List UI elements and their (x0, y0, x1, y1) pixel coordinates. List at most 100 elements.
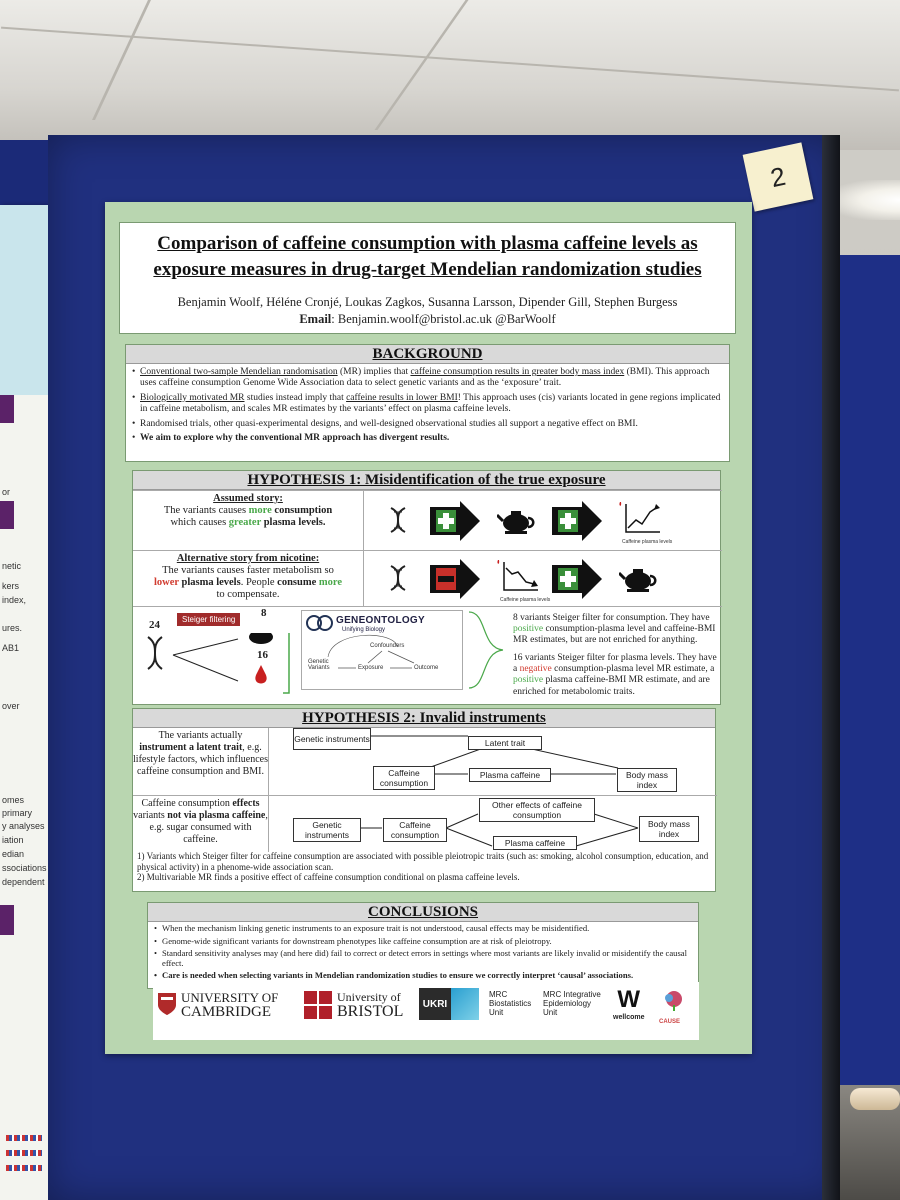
poster-title-line2: exposure measures in drug-target Mendeli… (153, 259, 702, 280)
caffeine-effects-row: Caffeine consumption effects variants no… (133, 796, 717, 852)
variant-count-plasma: 16 (257, 649, 268, 661)
conclusions-list: When the mechanism linking genetic instr… (148, 922, 698, 981)
wellcome-logo: W wellcome (613, 986, 645, 1021)
list-item: We aim to explore why the conventional M… (132, 433, 723, 445)
chart-caption: Caffeine plasma levels (500, 597, 551, 603)
conclusions-title: CONCLUSIONS (148, 903, 698, 922)
teapot-icon (618, 561, 658, 595)
hypothesis1-section: HYPOTHESIS 1: Misidentification of the t… (132, 470, 722, 705)
node-caffeine-consumption: Caffeine consumption (383, 818, 447, 842)
ceiling (0, 0, 900, 150)
node-genetic-instruments: Genetic instruments (293, 818, 361, 842)
go-causal-arrows (327, 634, 415, 669)
note-item: 1) Variants which Steiger filter for caf… (137, 851, 709, 872)
cambridge-shield-icon (158, 993, 176, 1015)
assumed-story-text: Assumed story: The variants causes more … (163, 493, 333, 528)
ceiling-light (830, 180, 900, 220)
steiger-result-consumption: 8 variants Steiger filter for consumptio… (513, 613, 716, 646)
poster-title-line1: Comparison of caffeine consumption with … (157, 233, 698, 254)
teapot-icon (496, 503, 536, 537)
list-item: Randomised trials, other quasi-experimen… (132, 419, 723, 431)
latent-trait-row: The variants actually instrument a laten… (133, 728, 717, 796)
neighbour-text: index, (2, 595, 27, 605)
node-plasma-caffeine: Plasma caffeine (493, 836, 577, 850)
neighbour-text: primary (2, 808, 33, 818)
neighbour-text: ures. (2, 623, 23, 633)
poster-authors: Benjamin Woolf, Héléne Cronjé, Loukas Za… (177, 295, 678, 309)
chart-caption: Caffeine plasma levels (622, 539, 673, 545)
neighbour-text: iation (2, 835, 24, 845)
alternative-story-text: Alternative story from nicotine: The var… (153, 553, 343, 600)
latent-trait-text: The variants actually instrument a laten… (133, 730, 268, 777)
poster-tube (850, 1088, 900, 1110)
neighbour-text: omes (2, 795, 25, 805)
hypothesis2-notes: 1) Variants which Steiger filter for caf… (137, 851, 713, 883)
conclusions-section: CONCLUSIONS When the mechanism linking g… (147, 902, 699, 989)
gene-ontology-logo-icon (306, 615, 333, 631)
steiger-result-plasma: 16 variants Steiger filter for plasma le… (513, 653, 717, 697)
node-plasma-caffeine: Plasma caffeine (469, 768, 551, 782)
list-item: When the mechanism linking genetic instr… (154, 923, 692, 934)
caffeine-effects-diagram-lines (360, 813, 639, 847)
dna-icon (386, 505, 410, 535)
steiger-filtering-label: Steiger filtering (177, 613, 241, 626)
research-poster: Comparison of caffeine consumption with … (105, 202, 752, 1054)
note-item: 2) Multivariable MR finds a positive eff… (137, 872, 520, 883)
plasma-rising-chart-icon (616, 497, 662, 537)
hypothesis1-title: HYPOTHESIS 1: Misidentification of the t… (133, 471, 720, 490)
variant-count-consumption: 8 (261, 607, 267, 619)
list-item: Standard sensitivity analyses may (and h… (154, 948, 692, 968)
node-body-mass-index: Body mass index (639, 816, 699, 842)
increase-arrow-icon (552, 501, 602, 541)
node-body-mass-index: Body mass index (617, 768, 677, 792)
caffeine-effects-text: Caffeine consumption effects variants no… (133, 798, 268, 845)
list-item: Care is needed when selecting variants i… (154, 971, 692, 981)
go-node-exposure: Exposure (358, 665, 384, 671)
bristol-crest-icon (304, 991, 332, 1019)
neighbour-text: or (2, 487, 11, 497)
gene-ontology-tagline: Unifying Biology (342, 627, 386, 633)
poster-header: Comparison of caffeine consumption with … (119, 222, 736, 334)
left-neighbour-poster: or netic kers index, ures. AB1 over omes… (0, 205, 48, 1200)
neighbour-text: dependent (2, 877, 45, 887)
variant-count-total: 24 (149, 619, 160, 631)
gene-ontology-logo: GENEONTOLOGY (336, 615, 425, 626)
hypothesis2-section: HYPOTHESIS 2: Invalid instruments The va… (132, 708, 717, 892)
increase-arrow-icon (552, 559, 602, 599)
neighbour-text: ssociations (2, 863, 47, 873)
background-title: BACKGROUND (126, 345, 729, 364)
list-item: Conventional two-sample Mendelian random… (132, 367, 723, 390)
go-node-confounders: Confounders (370, 643, 405, 649)
increase-arrow-icon (430, 501, 480, 541)
steiger-split-diagram (147, 633, 290, 694)
assumed-flow: Caffeine plasma levels (363, 491, 722, 550)
gene-ontology-panel: GENEONTOLOGY Unifying Biology Confounder… (301, 610, 463, 690)
node-other-effects: Other effects of caffeine consumption (479, 798, 595, 822)
poster-email: Email: Benjamin.woolf@bristol.ac.uk @Bar… (299, 312, 556, 326)
neighbour-text: AB1 (2, 643, 20, 653)
sticky-note-number: 2 (742, 142, 814, 212)
assumed-story-row: Assumed story: The variants causes more … (133, 490, 722, 550)
background-section: BACKGROUND Conventional two-sample Mende… (125, 344, 730, 462)
hypothesis2-title: HYPOTHESIS 2: Invalid instruments (133, 709, 715, 728)
neighbour-text: y analyses (2, 821, 45, 831)
neighbour-text: kers (2, 581, 20, 591)
alternative-story-row: Alternative story from nicotine: The var… (133, 550, 722, 606)
node-genetic-instruments: Genetic instruments (293, 728, 371, 750)
neighbour-text: netic (2, 561, 22, 571)
list-item: Biologically motivated MR studies instea… (132, 393, 723, 416)
node-latent-trait: Latent trait (468, 736, 542, 750)
board-frame (822, 135, 840, 1200)
neighbour-text: edian (2, 849, 25, 859)
list-item: Genome-wide significant variants for dow… (154, 936, 692, 947)
alternative-flow: Caffeine plasma levels (363, 551, 722, 606)
background-list: Conventional two-sample Mendelian random… (126, 364, 729, 445)
plasma-falling-chart-icon (494, 555, 540, 595)
tree-icon (665, 991, 682, 1011)
go-node-genetic: Genetic Variants (308, 659, 330, 671)
institution-logos: UNIVERSITY OF CAMBRIDGE University of BR… (153, 982, 699, 1040)
results-brace (468, 611, 504, 689)
node-caffeine-consumption: Caffeine consumption (373, 766, 435, 790)
